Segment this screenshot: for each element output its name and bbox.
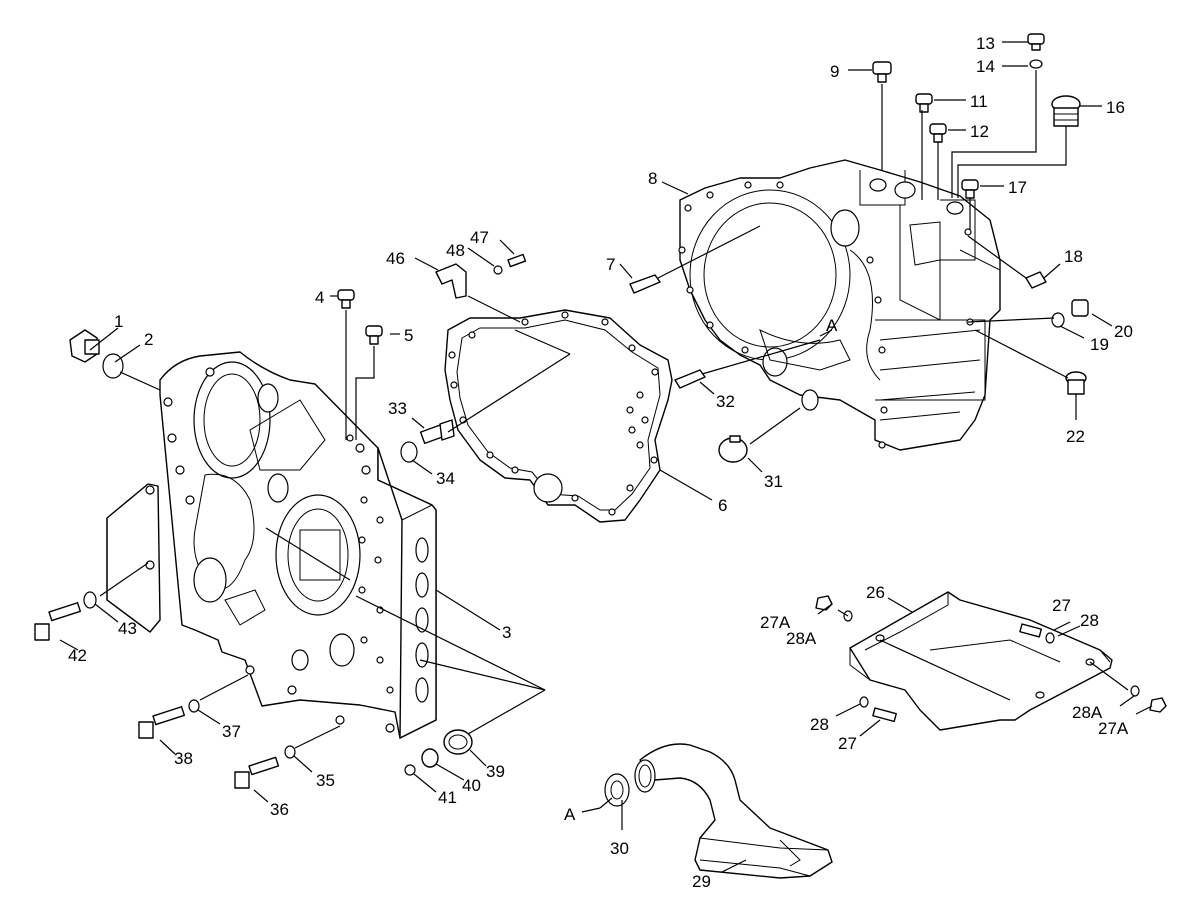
callout-18: 18 — [1064, 247, 1083, 266]
callout-3: 3 — [502, 623, 511, 642]
callout-33: 33 — [388, 399, 407, 418]
washer-37 — [188, 699, 200, 713]
bolt-27-lower — [872, 707, 897, 723]
callout-14: 14 — [976, 57, 995, 76]
transmission-housing — [678, 159, 1001, 451]
plug-12 — [929, 123, 947, 143]
callout-31: 31 — [764, 472, 783, 491]
gasket — [444, 309, 673, 523]
callout-42: 42 — [68, 646, 87, 665]
nut-27A-left — [815, 595, 833, 611]
washer-28-upper — [1045, 632, 1055, 644]
callout-43: 43 — [118, 619, 137, 638]
plug-18 — [1025, 271, 1047, 289]
plug-13 — [1027, 33, 1045, 51]
reference-a-strainer: A — [564, 805, 576, 824]
plug-1 — [69, 329, 100, 363]
callouts: 1 2 3 4 5 6 7 8 9 11 12 13 14 16 17 18 1… — [68, 34, 1133, 891]
washer-35 — [284, 745, 296, 759]
oil-strainer — [634, 743, 833, 879]
callout-28A-right: 28A — [1072, 703, 1103, 722]
plug-20 — [1071, 299, 1089, 317]
callout-27-lower: 27 — [838, 734, 857, 753]
leader-lines — [59, 41, 1153, 873]
callout-37: 37 — [222, 722, 241, 741]
washer-30 — [604, 773, 630, 807]
bolt-33 — [419, 419, 455, 445]
plug-4 — [337, 289, 355, 309]
seal-39 — [443, 729, 473, 755]
callout-41: 41 — [438, 788, 457, 807]
bolt-38 — [138, 706, 186, 739]
callout-8: 8 — [648, 169, 657, 188]
plug-5 — [365, 325, 383, 345]
plug-11 — [915, 93, 933, 113]
callout-27A-left: 27A — [760, 613, 791, 632]
plug-22 — [1065, 371, 1087, 395]
callout-4: 4 — [315, 288, 324, 307]
washer-28A-right — [1130, 685, 1140, 697]
callout-35: 35 — [316, 771, 335, 790]
callout-28A-left: 28A — [786, 629, 817, 648]
pin-7 — [629, 274, 661, 294]
callout-6: 6 — [718, 496, 727, 515]
o-ring-14 — [1029, 59, 1043, 69]
callout-30: 30 — [610, 839, 629, 858]
plug-40 — [421, 748, 439, 768]
o-ring-2 — [102, 353, 124, 379]
pin-32 — [674, 369, 706, 389]
callout-34: 34 — [436, 469, 455, 488]
plug-16 — [1051, 95, 1081, 127]
callout-38: 38 — [174, 749, 193, 768]
callout-48: 48 — [446, 241, 465, 260]
callout-36: 36 — [270, 800, 289, 819]
callout-9: 9 — [830, 62, 839, 81]
callout-5: 5 — [404, 326, 413, 345]
callout-40: 40 — [462, 776, 481, 795]
callout-12: 12 — [970, 122, 989, 141]
callout-7: 7 — [606, 255, 615, 274]
callout-29: 29 — [692, 872, 711, 891]
callout-22: 22 — [1066, 427, 1085, 446]
bolt-36 — [234, 756, 280, 789]
callout-39: 39 — [486, 762, 505, 781]
washer-43 — [83, 591, 97, 609]
washer-41 — [404, 764, 416, 776]
bolt-42 — [34, 602, 82, 641]
nut-27A-right — [1149, 697, 1167, 713]
callout-27A-right: 27A — [1098, 719, 1129, 738]
bracket-46 — [435, 263, 467, 299]
callout-2: 2 — [144, 330, 153, 349]
bolt-27-upper — [1019, 623, 1043, 638]
callout-13: 13 — [976, 34, 995, 53]
washer-28-lower — [859, 696, 869, 708]
reference-a-housing: A — [826, 316, 838, 335]
callout-46: 46 — [386, 249, 405, 268]
callout-16: 16 — [1106, 98, 1125, 117]
strainer-bracket — [849, 591, 1113, 731]
callout-1: 1 — [114, 312, 123, 331]
callout-17: 17 — [1008, 178, 1027, 197]
callout-19: 19 — [1090, 335, 1109, 354]
callout-20: 20 — [1114, 322, 1133, 341]
callout-26: 26 — [866, 583, 885, 602]
bolt-47 — [507, 253, 527, 268]
seal-34 — [400, 441, 418, 463]
callout-27-upper: 27 — [1052, 596, 1071, 615]
callout-28-lower: 28 — [810, 715, 829, 734]
washer-48 — [493, 265, 503, 275]
front-cover-plate — [106, 351, 437, 739]
callout-11: 11 — [970, 92, 988, 111]
plug-31 — [718, 435, 748, 463]
o-ring-19 — [1051, 312, 1065, 328]
callout-47: 47 — [470, 228, 489, 247]
callout-28-upper: 28 — [1080, 611, 1099, 630]
callout-32: 32 — [716, 392, 735, 411]
plug-17 — [961, 179, 979, 199]
plug-9 — [872, 61, 892, 83]
